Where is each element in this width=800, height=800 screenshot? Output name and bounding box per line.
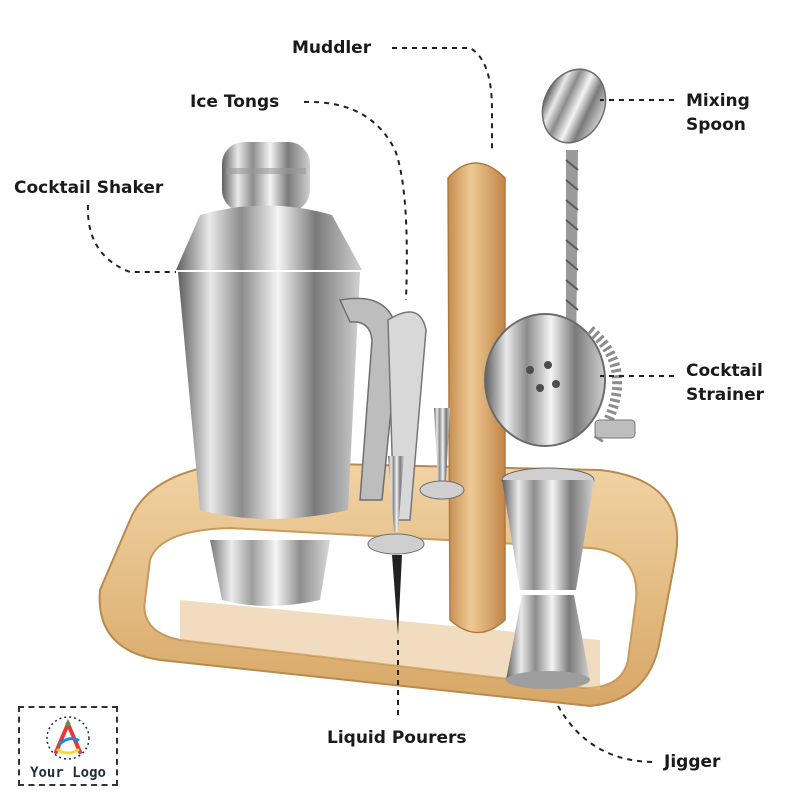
logo-text: Your Logo — [30, 765, 106, 781]
leader-lines — [86, 47, 674, 763]
leader-cocktail-shaker — [86, 204, 176, 273]
leader-muddler — [392, 47, 493, 150]
liquid-pourers — [367, 408, 465, 635]
mixing-spoon — [541, 68, 607, 370]
label-mixing-spoon-line2: Spoon — [686, 115, 746, 135]
cocktail-shaker — [176, 142, 362, 606]
logo-emblem-icon — [46, 716, 90, 760]
label-jigger: Jigger — [664, 752, 721, 772]
label-cocktail-strainer-line1: Cocktail — [686, 361, 763, 381]
label-ice-tongs: Ice Tongs — [190, 92, 280, 112]
label-muddler: Muddler — [292, 38, 372, 58]
label-cocktail-strainer-line2: Strainer — [686, 385, 765, 405]
logo-placeholder: Your Logo — [18, 706, 118, 786]
label-liquid-pourers: Liquid Pourers — [327, 728, 467, 748]
leader-ice-tongs — [303, 100, 408, 301]
cocktail-strainer — [484, 313, 636, 447]
jigger — [501, 467, 595, 689]
label-cocktail-shaker: Cocktail Shaker — [14, 178, 164, 198]
leader-jigger — [557, 705, 656, 763]
muddler — [447, 162, 506, 634]
label-mixing-spoon-line1: Mixing — [686, 91, 750, 111]
